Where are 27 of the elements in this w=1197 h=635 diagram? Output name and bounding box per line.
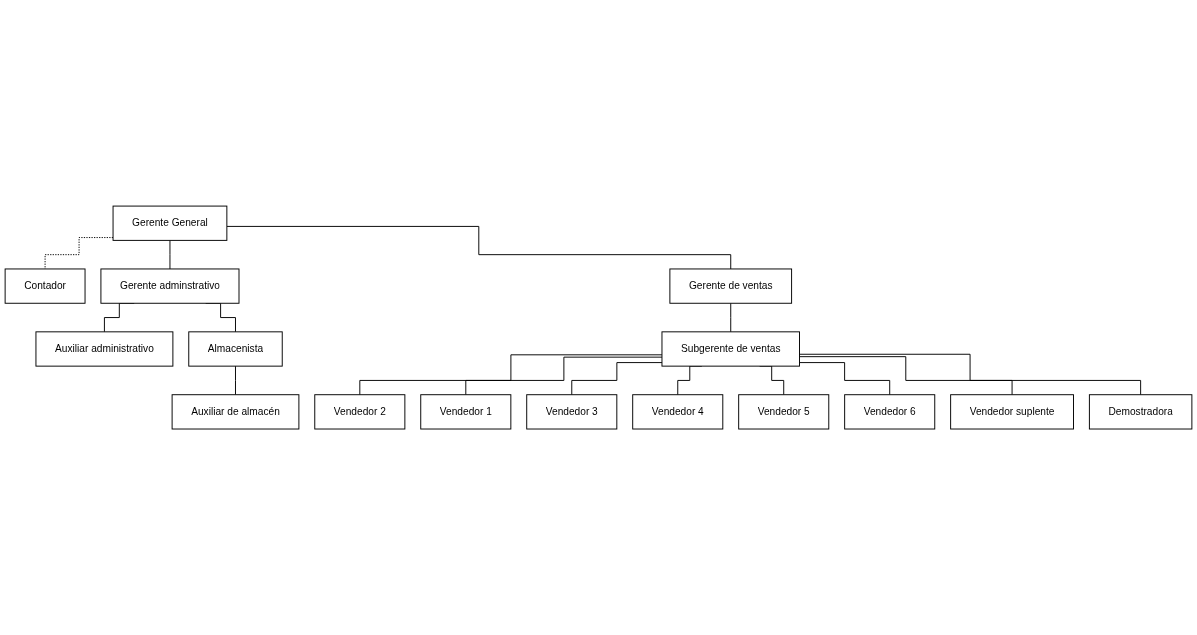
connector [730, 302, 732, 333]
node-box: Gerente General [112, 205, 228, 241]
connector [799, 362, 891, 396]
connector [359, 354, 663, 396]
node-box: Gerente de ventas [669, 268, 793, 304]
node-box: Gerente adminstrativo [100, 268, 240, 304]
node-box: Vendedor 1 [420, 394, 512, 430]
connector [571, 362, 663, 396]
node-box: Auxiliar administrativo [35, 331, 174, 367]
node-box: Vendedor 2 [314, 394, 406, 430]
node-box: Demostradora [1088, 394, 1193, 430]
node-box: Vendedor 6 [844, 394, 936, 430]
node-box: Contador [4, 268, 86, 304]
node-box: Vendedor 4 [632, 394, 724, 430]
connector [799, 353, 1142, 396]
node-box: Almacenista [188, 331, 283, 367]
connector [226, 225, 732, 270]
node-box: Auxiliar de almacén [171, 394, 300, 430]
connector [465, 356, 663, 396]
connector [169, 239, 171, 270]
connector [235, 365, 236, 396]
node-box: Vendedor suplente [950, 394, 1074, 430]
connector [44, 237, 114, 270]
node-box: Vendedor 5 [738, 394, 830, 430]
connector [799, 356, 1013, 396]
node-box: Subgerente de ventas [661, 331, 800, 367]
node-box: Vendedor 3 [526, 394, 618, 430]
